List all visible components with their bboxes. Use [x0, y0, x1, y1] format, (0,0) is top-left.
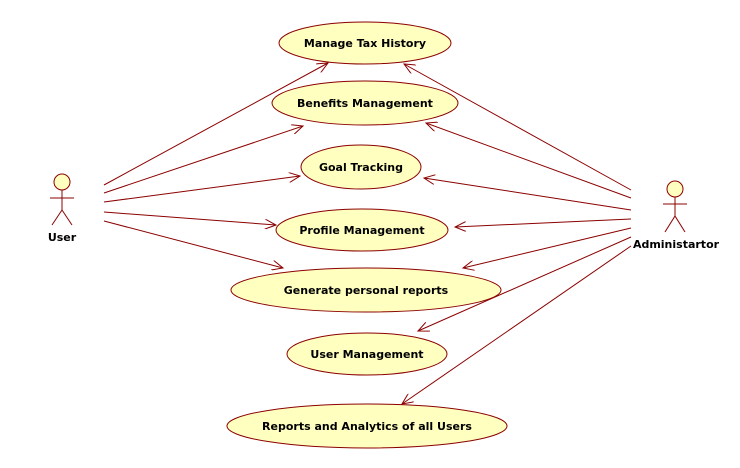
- association-admin-profile-management: [455, 218, 632, 227]
- actor-label: Administartor: [633, 238, 720, 251]
- usecase-label: Benefits Management: [297, 97, 433, 110]
- actor-head-icon: [666, 180, 684, 198]
- usecase-label: Profile Management: [299, 224, 424, 237]
- association-user-profile-management: [103, 211, 276, 225]
- association-user-goal-tracking: [103, 176, 300, 203]
- association-user-benefits-management: [103, 126, 303, 194]
- actor-admin[interactable]: Administartor: [633, 180, 720, 251]
- association-admin-reports-and-analytics: [402, 245, 632, 404]
- actor-head-icon: [53, 173, 71, 191]
- usecase-label: Goal Tracking: [319, 161, 403, 174]
- association-admin-user-management: [418, 236, 632, 331]
- association-admin-generate-personal-reports: [463, 227, 632, 268]
- association-user-generate-personal-reports: [103, 220, 283, 268]
- association-admin-benefits-management: [426, 123, 632, 199]
- actor-label: User: [48, 231, 77, 244]
- association-user-manage-tax-history: [103, 63, 328, 186]
- usecase-profile-management[interactable]: Profile Management: [275, 208, 449, 252]
- association-admin-manage-tax-history: [404, 64, 632, 191]
- usecase-label: User Management: [310, 348, 423, 361]
- usecase-benefits-management[interactable]: Benefits Management: [271, 80, 459, 126]
- actor-user[interactable]: User: [48, 173, 77, 244]
- usecase-generate-personal-reports[interactable]: Generate personal reports: [230, 267, 502, 313]
- associations-layer: [103, 63, 632, 404]
- usecase-label: Generate personal reports: [284, 284, 449, 297]
- usecase-user-management[interactable]: User Management: [286, 332, 448, 376]
- usecase-reports-and-analytics[interactable]: Reports and Analytics of all Users: [226, 403, 508, 449]
- usecase-manage-tax-history[interactable]: Manage Tax History: [278, 21, 452, 65]
- usecase-label: Reports and Analytics of all Users: [262, 420, 472, 433]
- association-admin-goal-tracking: [424, 178, 632, 211]
- usecase-label: Manage Tax History: [304, 37, 426, 50]
- usecase-goal-tracking[interactable]: Goal Tracking: [300, 144, 422, 190]
